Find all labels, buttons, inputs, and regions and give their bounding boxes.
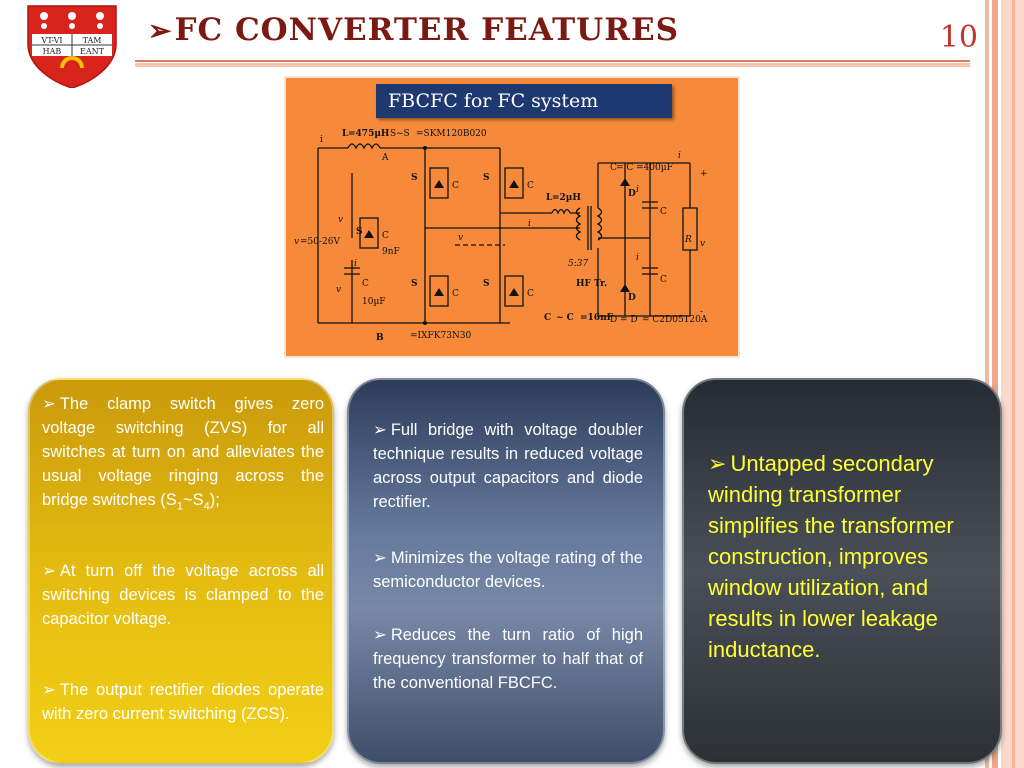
label-vfc-val: =50-26V — [300, 237, 340, 247]
label-node-b: B — [376, 333, 384, 343]
bullet-text: At turn off the voltage across all switc… — [42, 562, 324, 628]
decor-stripe — [992, 0, 998, 768]
title-underline-shadow — [135, 63, 970, 67]
bullet-arrow-icon: ➢ — [42, 562, 56, 580]
label-ic2: i — [636, 253, 639, 263]
label-s1s4: S — [390, 129, 396, 139]
label-cp-val3: =16nF — [580, 313, 614, 323]
logo-text: HAB — [43, 47, 62, 56]
label-d1: D — [628, 189, 636, 199]
bullet-arrow-icon: ➢ — [373, 421, 387, 439]
feature-panel-zvs: ➢The clamp switch gives zero voltage swi… — [28, 378, 334, 764]
bullet-item: ➢Minimizes the voltage rating of the sem… — [373, 546, 643, 594]
label-ratio: 5:37 — [568, 259, 588, 269]
slide-number: 10 — [939, 20, 978, 55]
label-d2: D — [628, 293, 636, 303]
logo-text: TAM — [83, 36, 102, 45]
slide-title: ➢FC Converter Features — [148, 12, 708, 52]
bullet-text: Untapped secondary winding transformer s… — [708, 451, 954, 662]
logo-text: VT-VI — [40, 36, 62, 45]
title-underline — [135, 60, 970, 62]
bullet-arrow-icon: ➢ — [373, 549, 387, 567]
label-io: i — [678, 151, 681, 161]
label-vca: v — [336, 285, 341, 295]
bullet-arrow-icon: ➢ — [708, 451, 727, 476]
label-cp-val2: ~ C — [556, 313, 574, 323]
label-d: D — [610, 315, 617, 325]
bullet-text: Full bridge with voltage doubler techniq… — [373, 421, 643, 511]
label-ic1: i — [636, 185, 639, 195]
fbcfc-circuit-schematic: i L =475µH S ~S =SKM120B020 A B S S S S … — [294, 129, 708, 343]
label-ro: R — [684, 235, 692, 245]
subscript: 4 — [203, 500, 210, 513]
label-cp3: C — [527, 181, 534, 191]
label-node-a: A — [381, 153, 389, 163]
label-plus: + — [700, 169, 708, 179]
label-c1c2-val2: =400µF — [636, 163, 673, 173]
label-vsc: v — [338, 215, 343, 225]
title-arrow-icon: ➢ — [148, 14, 173, 47]
label-s1s4-val: ~S — [396, 129, 410, 139]
label-c1c2: C — [610, 163, 617, 173]
slide-title-text: FC Converter Features — [174, 12, 679, 48]
label-ca-val: 10µF — [362, 297, 386, 307]
label-sc: S — [356, 227, 363, 237]
label-cp: C — [544, 313, 551, 323]
subscript: 1 — [176, 500, 183, 513]
label-c1c2-val: = C — [616, 163, 633, 173]
label-cp1: C — [452, 181, 459, 191]
logo-text: EANT — [80, 47, 105, 56]
label-sc-part: =IXFK73N30 — [410, 331, 472, 341]
label-d-val3: = C2D05120A — [642, 315, 708, 325]
label-s2: S — [483, 279, 490, 289]
bullet-arrow-icon: ➢ — [373, 626, 387, 644]
bullet-item: ➢The clamp switch gives zero voltage swi… — [42, 392, 324, 518]
label-vfc: v — [294, 237, 299, 247]
label-cp4: C — [452, 289, 459, 299]
bullet-item: ➢The output rectifier diodes operate wit… — [42, 678, 324, 726]
label-s1s4-val2: =SKM120B020 — [416, 129, 487, 139]
label-iLb: i — [320, 135, 323, 145]
decor-stripe — [1012, 0, 1015, 768]
bullet-item: ➢Full bridge with voltage doubler techni… — [373, 418, 643, 514]
label-Lb: L — [342, 129, 349, 139]
label-ca: C — [362, 279, 369, 289]
label-vpri: v — [458, 233, 463, 243]
label-minus: - — [700, 307, 703, 317]
bullet-item: ➢Untapped secondary winding transformer … — [708, 448, 984, 665]
feature-panel-transformer: ➢Untapped secondary winding transformer … — [682, 378, 1002, 764]
feature-panel-voltage-doubler: ➢Full bridge with voltage doubler techni… — [347, 378, 665, 764]
circuit-diagram-frame — [284, 76, 740, 358]
label-vo: v — [700, 239, 705, 249]
label-9nf: 9nF — [382, 247, 400, 257]
university-crest-logo: VT-VI HAB TAM EANT — [27, 5, 117, 88]
bullet-item: ➢Reduces the turn ratio of high frequenc… — [373, 623, 643, 695]
label-c2: C — [660, 275, 667, 285]
bullet-arrow-icon: ➢ — [42, 681, 56, 699]
label-cpc: C — [382, 231, 389, 241]
bullet-text: Minimizes the voltage rating of the semi… — [373, 549, 643, 591]
label-s4: S — [411, 279, 418, 289]
label-ilk: i — [528, 219, 531, 229]
bullet-text: Reduces the turn ratio of high frequency… — [373, 626, 643, 692]
diagram-label: FBCFC for FC system — [376, 84, 672, 118]
bullet-text: ); — [209, 491, 220, 509]
label-d-val2: = D — [620, 315, 638, 325]
label-s1: S — [411, 173, 418, 183]
bullet-item: ➢At turn off the voltage across all swit… — [42, 559, 324, 631]
label-hf-tr: HF Tr. — [576, 279, 607, 289]
label-llk: L — [546, 193, 553, 203]
label-c1: C — [660, 207, 667, 217]
label-s3: S — [483, 173, 490, 183]
bullet-arrow-icon: ➢ — [42, 395, 56, 413]
bullet-text: The output rectifier diodes operate with… — [42, 681, 324, 723]
label-cp2: C — [527, 289, 534, 299]
label-llk-val: =2µH — [552, 193, 581, 203]
label-Lb-val: =475µH — [348, 129, 390, 139]
bullet-text: The clamp switch gives zero voltage swit… — [42, 395, 324, 509]
label-ica: i — [354, 259, 357, 269]
bullet-text: ~S — [182, 491, 204, 509]
